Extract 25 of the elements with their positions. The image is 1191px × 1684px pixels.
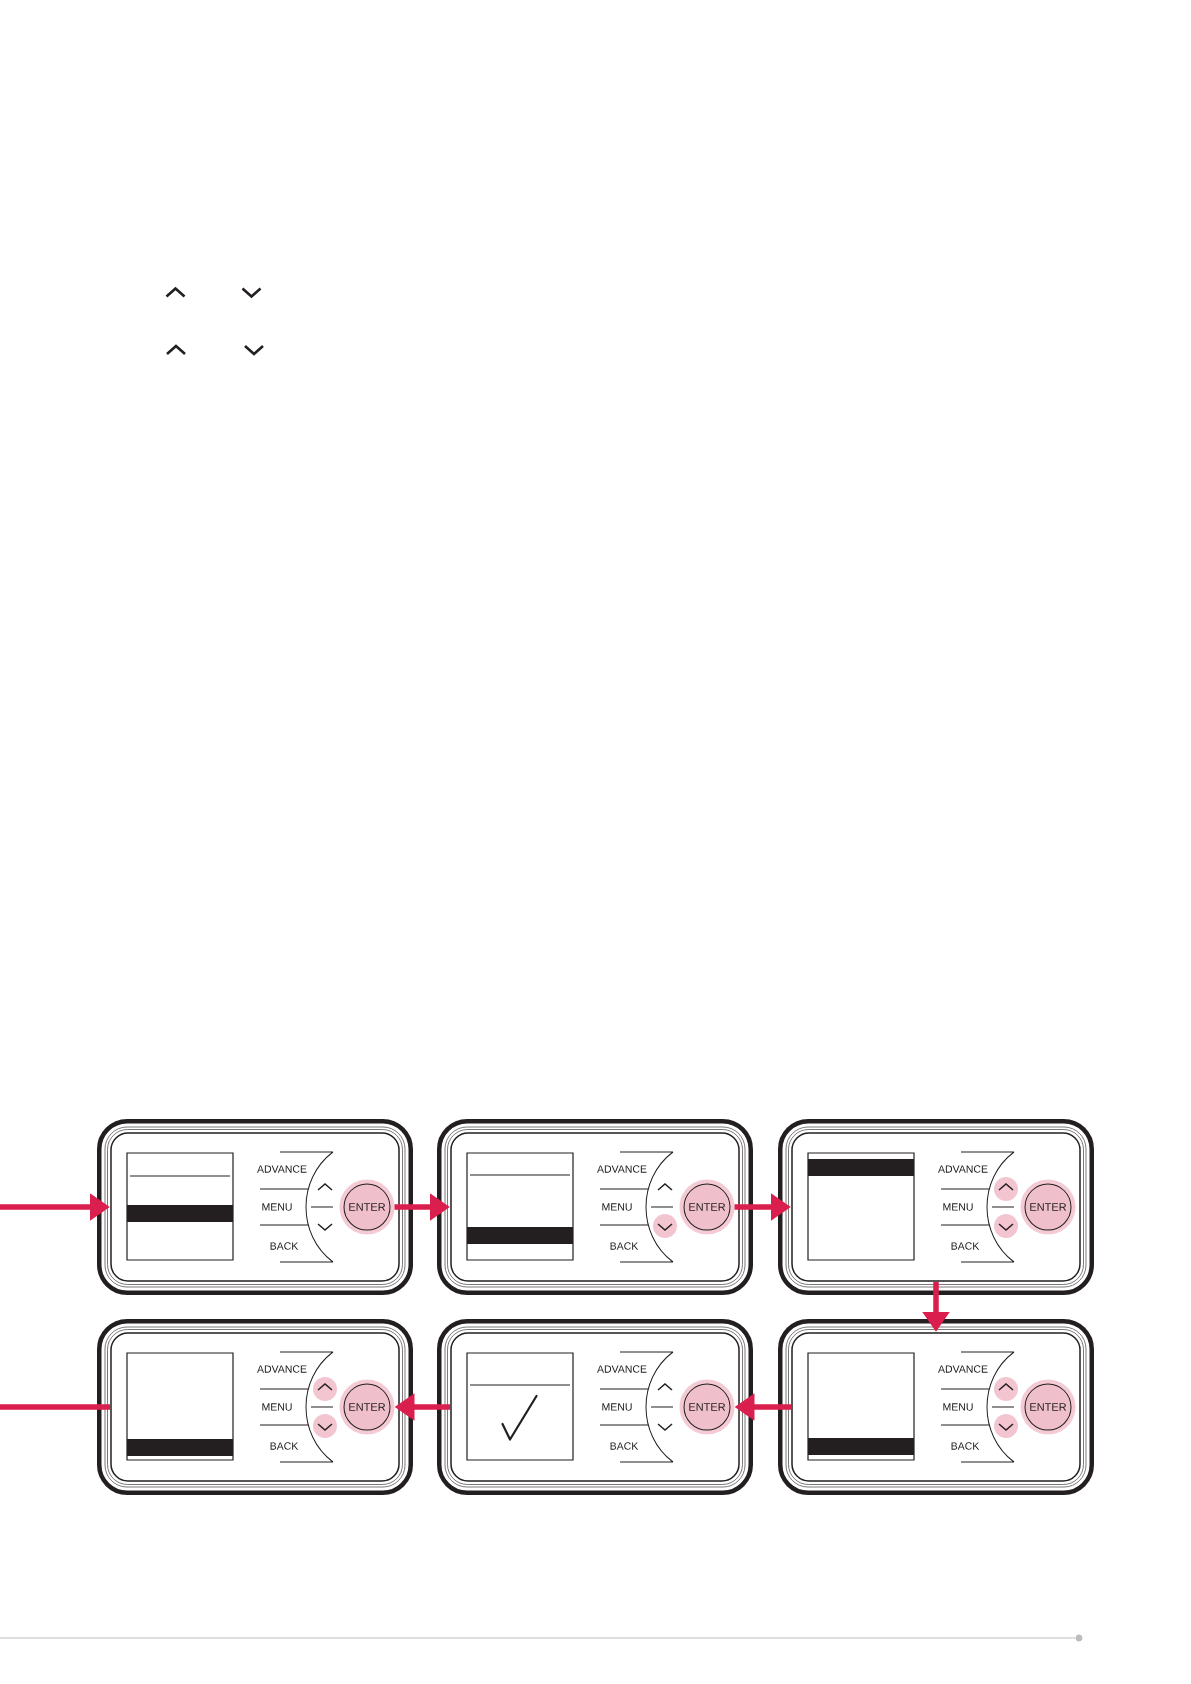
enter-button: ENTER [339,1179,395,1235]
enter-button: ENTER [1020,1379,1076,1435]
button-label: ADVANCE [257,1165,307,1173]
button-label: BACK [270,1442,299,1450]
button-label: MENU [262,1203,292,1211]
button-label: MENU [262,1403,292,1411]
button-label: MENU [602,1403,632,1411]
button-label: MENU [943,1403,973,1411]
button-label: MENU [602,1203,632,1211]
enter-button: ENTER [1020,1179,1076,1235]
button-label: BACK [951,1442,980,1450]
button-label: ADVANCE [938,1165,988,1173]
enter-button: ENTER [339,1379,395,1435]
button-label: ADVANCE [597,1365,647,1373]
button-label: MENU [943,1203,973,1211]
connector-line [0,1404,110,1410]
button-label: BACK [610,1442,639,1450]
enter-button: ENTER [679,1179,735,1235]
enter-button: ENTER [679,1379,735,1435]
button-label: ADVANCE [257,1365,307,1373]
button-label: BACK [951,1242,980,1250]
button-label: BACK [270,1242,299,1250]
button-label: BACK [610,1242,639,1250]
button-label: ADVANCE [597,1165,647,1173]
button-label: ADVANCE [938,1365,988,1373]
